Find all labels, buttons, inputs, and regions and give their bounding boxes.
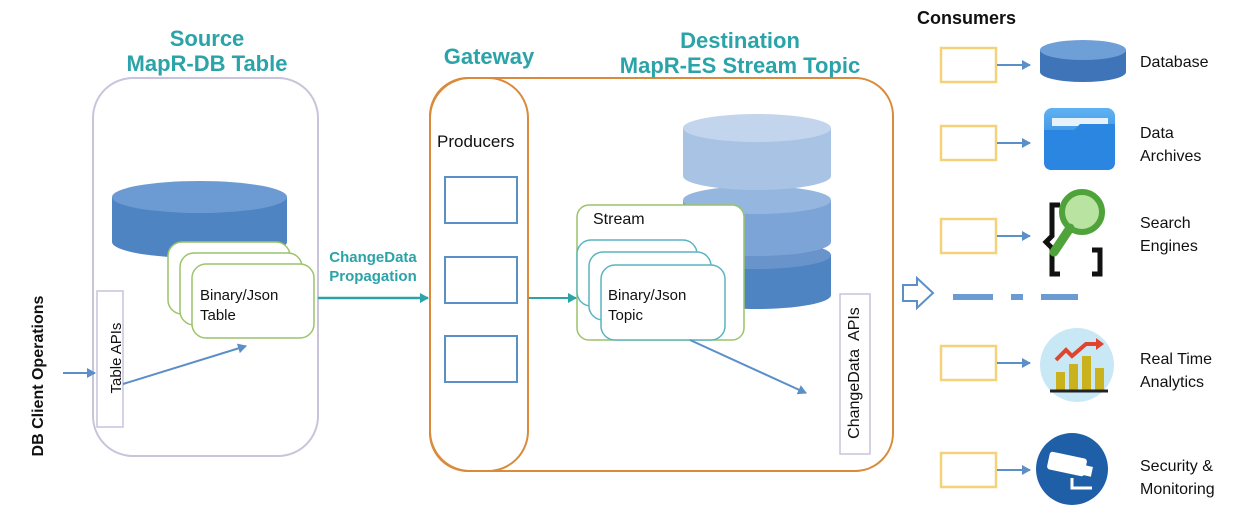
destination-title-line1: Destination: [680, 28, 800, 53]
destination-title-line2: MapR-ES Stream Topic: [619, 53, 861, 78]
hollow-arrow: [902, 275, 935, 311]
consumer-label-security: Security & Monitoring: [1140, 455, 1215, 501]
camera-icon: [1036, 433, 1108, 505]
consumers-title: Consumers: [917, 8, 1017, 28]
destination-title: Destination MapR-ES Stream Topic: [605, 28, 875, 78]
consumer-label-line1: Real Time: [1140, 351, 1213, 368]
chart-icon: [1040, 328, 1114, 402]
api-to-table-arrow: [122, 343, 247, 385]
topic-label: Binary/Json Topic: [608, 286, 686, 326]
client-label: DB Client Operations: [30, 295, 47, 457]
table-apis-label: Table APIs: [108, 322, 125, 394]
source-title: Source MapR-DB Table: [112, 26, 302, 76]
producer-box: [444, 176, 518, 224]
table-label-line2: Table: [200, 307, 236, 324]
source-title-line1: Source: [169, 26, 245, 51]
gateway-container: [429, 77, 529, 472]
consumer-row-2: [939, 124, 1031, 162]
consumer-label-line2: Monitoring: [1140, 481, 1215, 498]
consumer-label-line2: Analytics: [1140, 374, 1205, 391]
consumer-label-search: Search Engines: [1140, 212, 1198, 258]
producer-box: [444, 335, 518, 383]
topic-label-line2: Topic: [608, 307, 644, 324]
producers-label: Producers: [437, 132, 515, 151]
consumer-label-line2: Engines: [1140, 238, 1198, 255]
consumer-label-archives: Data Archives: [1140, 122, 1201, 168]
database-icon: [1040, 40, 1126, 82]
consumer-label-line1: Search: [1140, 215, 1191, 232]
consumer-row-3: [939, 217, 1031, 255]
consumer-label-database: Database: [1140, 52, 1209, 73]
table-label: Binary/Json Table: [200, 286, 278, 326]
consumer-label-line2: Archives: [1140, 148, 1202, 165]
stream-to-apis-arrow: [689, 339, 807, 395]
consumer-row-4: [939, 344, 1031, 382]
stream-label: Stream: [593, 211, 645, 228]
consumer-row-5: [939, 451, 1031, 489]
source-title-line2: MapR-DB Table: [126, 51, 288, 76]
consumer-row-1: [939, 46, 1031, 84]
gateway-title: Gateway: [443, 44, 535, 69]
propagation-label: ChangeData Propagation: [318, 248, 428, 286]
table-card-front: [191, 263, 315, 339]
propagation-line1: ChangeData: [329, 249, 417, 266]
changedata-apis-box: [839, 293, 871, 455]
changedata-apis-label: ChangeData APIs: [846, 307, 863, 439]
folder-icon: [1044, 108, 1115, 170]
consumer-label-line1: Database: [1140, 54, 1209, 71]
topic-card-front: [600, 264, 726, 341]
consumer-label-line1: Data: [1140, 125, 1174, 142]
consumer-label-line1: Security &: [1140, 458, 1213, 475]
topic-label-line1: Binary/Json: [608, 287, 687, 304]
table-apis-box: [96, 290, 124, 428]
consumer-label-analytics: Real Time Analytics: [1140, 348, 1212, 394]
propagation-line2: Propagation: [329, 268, 417, 285]
magnifier-icon: [1042, 189, 1105, 277]
table-label-line1: Binary/Json: [200, 287, 279, 304]
producer-box: [444, 256, 518, 304]
